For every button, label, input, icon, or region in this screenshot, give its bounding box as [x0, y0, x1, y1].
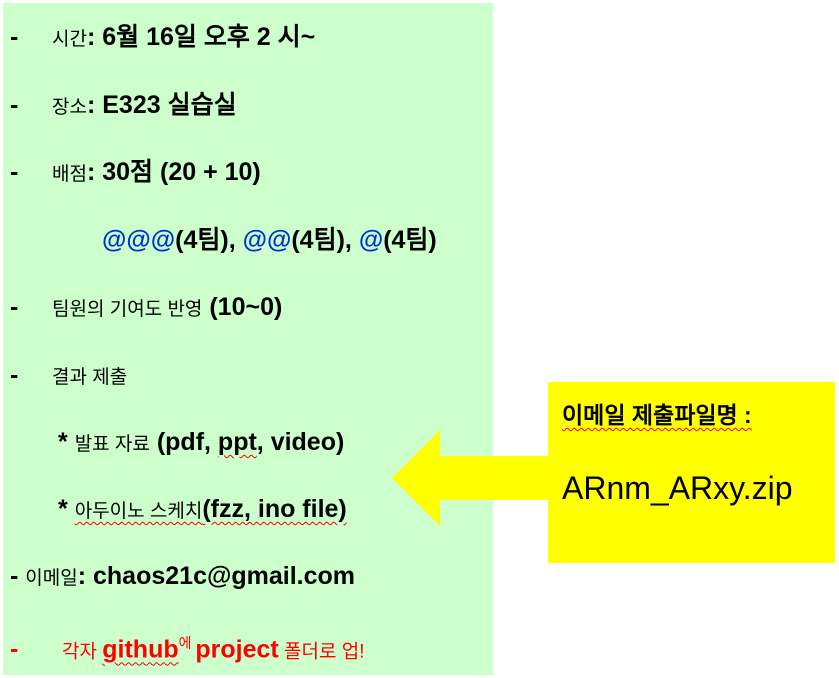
team-text-3: (4팀): [383, 226, 437, 254]
place-value: : E323 실습실: [86, 91, 237, 119]
score-label: 배점: [52, 164, 87, 185]
note-title: 이메일 제출파일명 :: [562, 402, 752, 428]
contribution-value: (10~0): [202, 293, 283, 321]
sub-item-prefix: *: [58, 495, 75, 523]
presentation-rest: , video): [256, 428, 345, 456]
email-line: - 이메일: chaos21c@gmail.com: [10, 561, 355, 594]
sub-item-prefix: *: [58, 428, 75, 456]
github-label-3: 폴더로 업!: [278, 641, 365, 663]
github-word: github: [102, 635, 179, 664]
team-mark-2: @@: [242, 226, 292, 254]
sketch-value: (fzz, ino file): [202, 495, 347, 523]
presentation-ppt: ppt: [217, 428, 257, 456]
bullet-dash: -: [10, 635, 19, 664]
team-mark-1: @@@: [102, 226, 176, 254]
team-mark-3: @: [358, 226, 384, 254]
filename-note: 이메일 제출파일명 : ARnm_ARxy.zip: [548, 382, 835, 563]
bullet-dash: -: [10, 361, 19, 389]
score-line: - 배점: 30점 (20 + 10): [10, 157, 261, 190]
bullet-dash: -: [10, 293, 19, 321]
presentation-value: (pdf,: [149, 428, 218, 456]
note-filename: ARnm_ARxy.zip: [562, 470, 793, 506]
team-text-1: (4팀),: [175, 226, 243, 254]
submission-line: - 결과 제출: [10, 360, 127, 393]
schedule-panel: [3, 3, 493, 675]
score-value: : 30점 (20 + 10): [86, 158, 261, 186]
place-line: - 장소: E323 실습실: [10, 90, 237, 123]
github-line: - 각자 github에 project 폴더로 업!: [10, 628, 365, 667]
bullet-dash: -: [10, 562, 19, 590]
email-value: : chaos21c@gmail.com: [77, 562, 355, 590]
sub-item-presentation: * 발표 자료 (pdf, ppt, video): [58, 427, 344, 460]
time-line: - 시간: 6월 16일 오후 2 시~: [10, 22, 315, 55]
bullet-dash: -: [10, 23, 19, 51]
presentation-label: 발표 자료: [74, 434, 150, 455]
sketch-label: 아두이노 스케치: [74, 501, 203, 522]
place-label: 장소: [52, 97, 87, 118]
bullet-dash: -: [10, 158, 19, 186]
contribution-label: 팀원의 기여도 반영: [52, 299, 203, 320]
teams-line: @@@(4팀), @@(4팀), @(4팀): [102, 225, 437, 255]
github-project: project: [195, 635, 279, 664]
github-label-2: 에: [178, 635, 196, 651]
contribution-line: - 팀원의 기여도 반영 (10~0): [10, 292, 282, 325]
time-label: 시간: [52, 29, 87, 50]
time-value: : 6월 16일 오후 2 시~: [86, 23, 316, 51]
team-text-2: (4팀),: [291, 226, 359, 254]
github-label-1: 각자: [62, 641, 103, 663]
email-label: 이메일: [25, 568, 78, 589]
sub-item-sketch: * 아두이노 스케치(fzz, ino file): [58, 494, 347, 527]
left-arrow-icon: [392, 430, 558, 526]
submission-label: 결과 제출: [52, 367, 128, 388]
bullet-dash: -: [10, 91, 19, 119]
